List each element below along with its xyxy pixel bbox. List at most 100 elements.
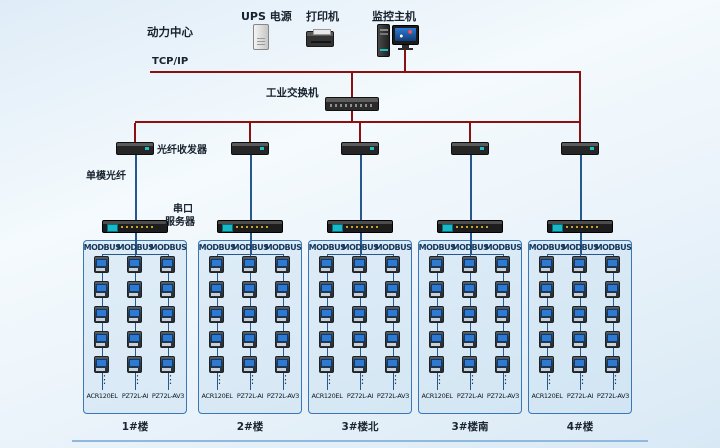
more-meters-ellipsis: ⋮ — [357, 373, 368, 386]
branch-drop-line — [134, 123, 136, 143]
power-meter-device — [209, 256, 224, 273]
power-meter-device — [572, 256, 587, 273]
power-meter-device — [495, 331, 510, 348]
serial-server-device — [327, 220, 393, 233]
serial-server-device — [547, 220, 613, 233]
power-meter-device — [495, 306, 510, 323]
power-meter-device — [209, 306, 224, 323]
serial-to-box-line — [580, 233, 582, 254]
meter-model-label: PZ72L-AI — [456, 392, 484, 400]
branch-drop-line — [359, 123, 361, 143]
power-meter-device — [242, 331, 257, 348]
power-meter-device — [160, 331, 175, 348]
modbus-bus-label: MODBUS — [264, 243, 302, 252]
industrial-switch-device — [325, 97, 379, 111]
power-meter-device — [572, 331, 587, 348]
meter-model-label: ACR120EL — [86, 392, 118, 400]
more-meters-ellipsis: ⋮ — [99, 373, 110, 386]
host-label: 监控主机 — [372, 10, 416, 23]
power-meter-device — [539, 331, 554, 348]
power-meter-device — [429, 306, 444, 323]
power-meter-device — [352, 306, 367, 323]
power-meter-device — [94, 256, 109, 273]
power-meter-device — [462, 256, 477, 273]
power-meter-device — [539, 281, 554, 298]
power-meter-device — [385, 256, 400, 273]
meter-model-label: ACR120EL — [311, 392, 343, 400]
power-meter-device — [352, 281, 367, 298]
more-meters-ellipsis: ⋮ — [214, 373, 225, 386]
power-meter-device — [429, 331, 444, 348]
modbus-bus-label: MODBUS — [561, 243, 599, 252]
serial-to-box-line — [470, 233, 472, 254]
more-meters-ellipsis: ⋮ — [467, 373, 478, 386]
modbus-bus-label: MODBUS — [594, 243, 632, 252]
power-meter-device — [209, 331, 224, 348]
power-meter-device — [495, 281, 510, 298]
power-meter-device — [352, 356, 367, 373]
modbus-bus-label: MODBUS — [418, 243, 456, 252]
modbus-bus-label: MODBUS — [451, 243, 489, 252]
meter-model-label: PZ72L-AV3 — [151, 392, 185, 400]
fiber-transceiver-device — [341, 142, 379, 155]
monitor-screen — [395, 28, 416, 41]
power-meter-device — [319, 306, 334, 323]
building-label: 3#楼南 — [451, 421, 489, 433]
power-meter-device — [352, 331, 367, 348]
meter-model-label: ACR120EL — [201, 392, 233, 400]
more-meters-ellipsis: ⋮ — [390, 373, 401, 386]
power-meter-device — [127, 256, 142, 273]
distribution-line — [135, 121, 581, 123]
power-meter-device — [429, 256, 444, 273]
single-mode-fiber-label: 单模光纤 — [86, 171, 126, 182]
building-label: 3#楼北 — [341, 421, 379, 433]
power-meter-device — [605, 256, 620, 273]
fiber-link-line — [250, 155, 252, 220]
power-meter-device — [539, 356, 554, 373]
power-meter-device — [572, 281, 587, 298]
power-meter-device — [160, 306, 175, 323]
power-meter-device — [94, 281, 109, 298]
fiber-transceiver-device — [561, 142, 599, 155]
branch-drop-line — [469, 123, 471, 143]
fiber-link-line — [360, 155, 362, 220]
backbone-right-drop-line — [579, 73, 581, 122]
modbus-bus-label: MODBUS — [308, 243, 346, 252]
power-meter-device — [605, 281, 620, 298]
serial-to-box-line — [360, 233, 362, 254]
power-meter-device — [319, 256, 334, 273]
power-meter-device — [319, 356, 334, 373]
tcpip-backbone-line — [150, 71, 581, 73]
fiber-transceiver-device — [451, 142, 489, 155]
power-meter-device — [572, 356, 587, 373]
meter-model-label: PZ72L-AV3 — [486, 392, 520, 400]
more-meters-ellipsis: ⋮ — [132, 373, 143, 386]
ups-device — [253, 24, 269, 50]
power-meter-device — [209, 356, 224, 373]
branch-drop-line — [579, 123, 581, 143]
power-meter-device — [319, 281, 334, 298]
power-meter-device — [385, 356, 400, 373]
power-center-label: 动力中心 — [147, 25, 193, 39]
power-meter-device — [462, 331, 477, 348]
host-tower — [377, 24, 390, 57]
fiber-transceiver-device — [116, 142, 154, 155]
meter-model-label: PZ72L-AV3 — [376, 392, 410, 400]
meter-model-label: ACR120EL — [421, 392, 453, 400]
meter-model-label: PZ72L-AV3 — [596, 392, 630, 400]
modbus-bus-label: MODBUS — [528, 243, 566, 252]
power-meter-device — [462, 306, 477, 323]
building-label: 4#楼 — [566, 421, 594, 433]
power-meter-device — [127, 281, 142, 298]
power-meter-device — [275, 256, 290, 273]
more-meters-ellipsis: ⋮ — [324, 373, 335, 386]
monitor-stand — [402, 45, 409, 48]
host-monitor — [392, 25, 419, 45]
power-meter-device — [572, 306, 587, 323]
more-meters-ellipsis: ⋮ — [500, 373, 511, 386]
printer-label: 打印机 — [306, 10, 339, 23]
power-meter-device — [160, 356, 175, 373]
modbus-bus-label: MODBUS — [149, 243, 187, 252]
power-meter-device — [539, 256, 554, 273]
